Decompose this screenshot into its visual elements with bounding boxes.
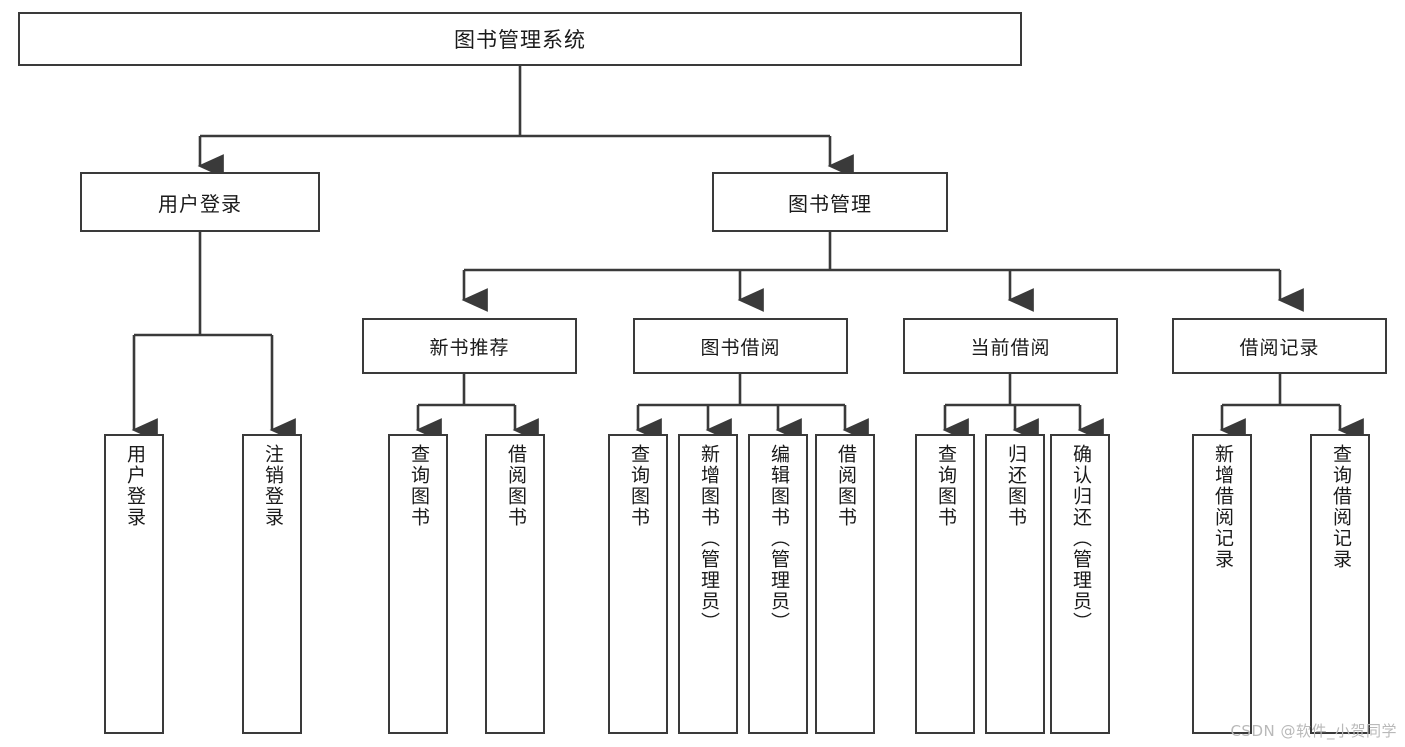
node-borrow-record-label: 借阅记录 — [1239, 336, 1320, 359]
node-leaf-query-record[interactable]: 查询借阅记录 — [1310, 434, 1370, 734]
node-leaf-borrow-book-2-label: 借阅图书 — [834, 444, 857, 528]
node-leaf-query-book-1-label: 查询图书 — [407, 444, 430, 528]
node-root[interactable]: 图书管理系统 — [18, 12, 1022, 66]
node-leaf-borrow-book-1[interactable]: 借阅图书 — [485, 434, 545, 734]
node-leaf-user-logout[interactable]: 注销登录 — [242, 434, 302, 734]
node-leaf-return-book[interactable]: 归还图书 — [985, 434, 1045, 734]
node-leaf-borrow-book-1-label: 借阅图书 — [504, 444, 527, 528]
node-leaf-query-book-3[interactable]: 查询图书 — [915, 434, 975, 734]
node-book-borrow-label: 图书借阅 — [700, 336, 781, 359]
node-leaf-query-record-label: 查询借阅记录 — [1329, 444, 1352, 570]
node-leaf-query-book-3-label: 查询图书 — [934, 444, 957, 528]
node-root-label: 图书管理系统 — [454, 28, 586, 52]
node-current-borrow[interactable]: 当前借阅 — [903, 318, 1118, 374]
node-leaf-edit-book-label: 编辑图书（管理员） — [767, 444, 790, 633]
node-leaf-query-book-2-label: 查询图书 — [627, 444, 650, 528]
node-book-borrow[interactable]: 图书借阅 — [633, 318, 848, 374]
node-leaf-query-book-2[interactable]: 查询图书 — [608, 434, 668, 734]
node-current-borrow-label: 当前借阅 — [970, 336, 1051, 359]
node-user-login-label: 用户登录 — [158, 191, 242, 216]
node-leaf-confirm-return-label: 确认归还（管理员） — [1069, 444, 1092, 633]
node-leaf-add-record[interactable]: 新增借阅记录 — [1192, 434, 1252, 734]
node-leaf-user-login-label: 用户登录 — [123, 444, 146, 528]
node-leaf-add-book-label: 新增图书（管理员） — [697, 444, 720, 633]
node-leaf-return-book-label: 归还图书 — [1004, 444, 1027, 528]
node-leaf-add-record-label: 新增借阅记录 — [1211, 444, 1234, 570]
node-leaf-user-login[interactable]: 用户登录 — [104, 434, 164, 734]
node-leaf-add-book[interactable]: 新增图书（管理员） — [678, 434, 738, 734]
node-book-manage-label: 图书管理 — [788, 191, 872, 216]
node-leaf-user-logout-label: 注销登录 — [261, 444, 284, 528]
node-book-manage[interactable]: 图书管理 — [712, 172, 948, 232]
node-user-login[interactable]: 用户登录 — [80, 172, 320, 232]
node-leaf-edit-book[interactable]: 编辑图书（管理员） — [748, 434, 808, 734]
watermark-text: CSDN @软件_小贺同学 — [1230, 722, 1397, 740]
node-leaf-borrow-book-2[interactable]: 借阅图书 — [815, 434, 875, 734]
node-new-book-recommend-label: 新书推荐 — [429, 336, 510, 359]
node-borrow-record[interactable]: 借阅记录 — [1172, 318, 1387, 374]
node-new-book-recommend[interactable]: 新书推荐 — [362, 318, 577, 374]
node-leaf-confirm-return[interactable]: 确认归还（管理员） — [1050, 434, 1110, 734]
node-leaf-query-book-1[interactable]: 查询图书 — [388, 434, 448, 734]
